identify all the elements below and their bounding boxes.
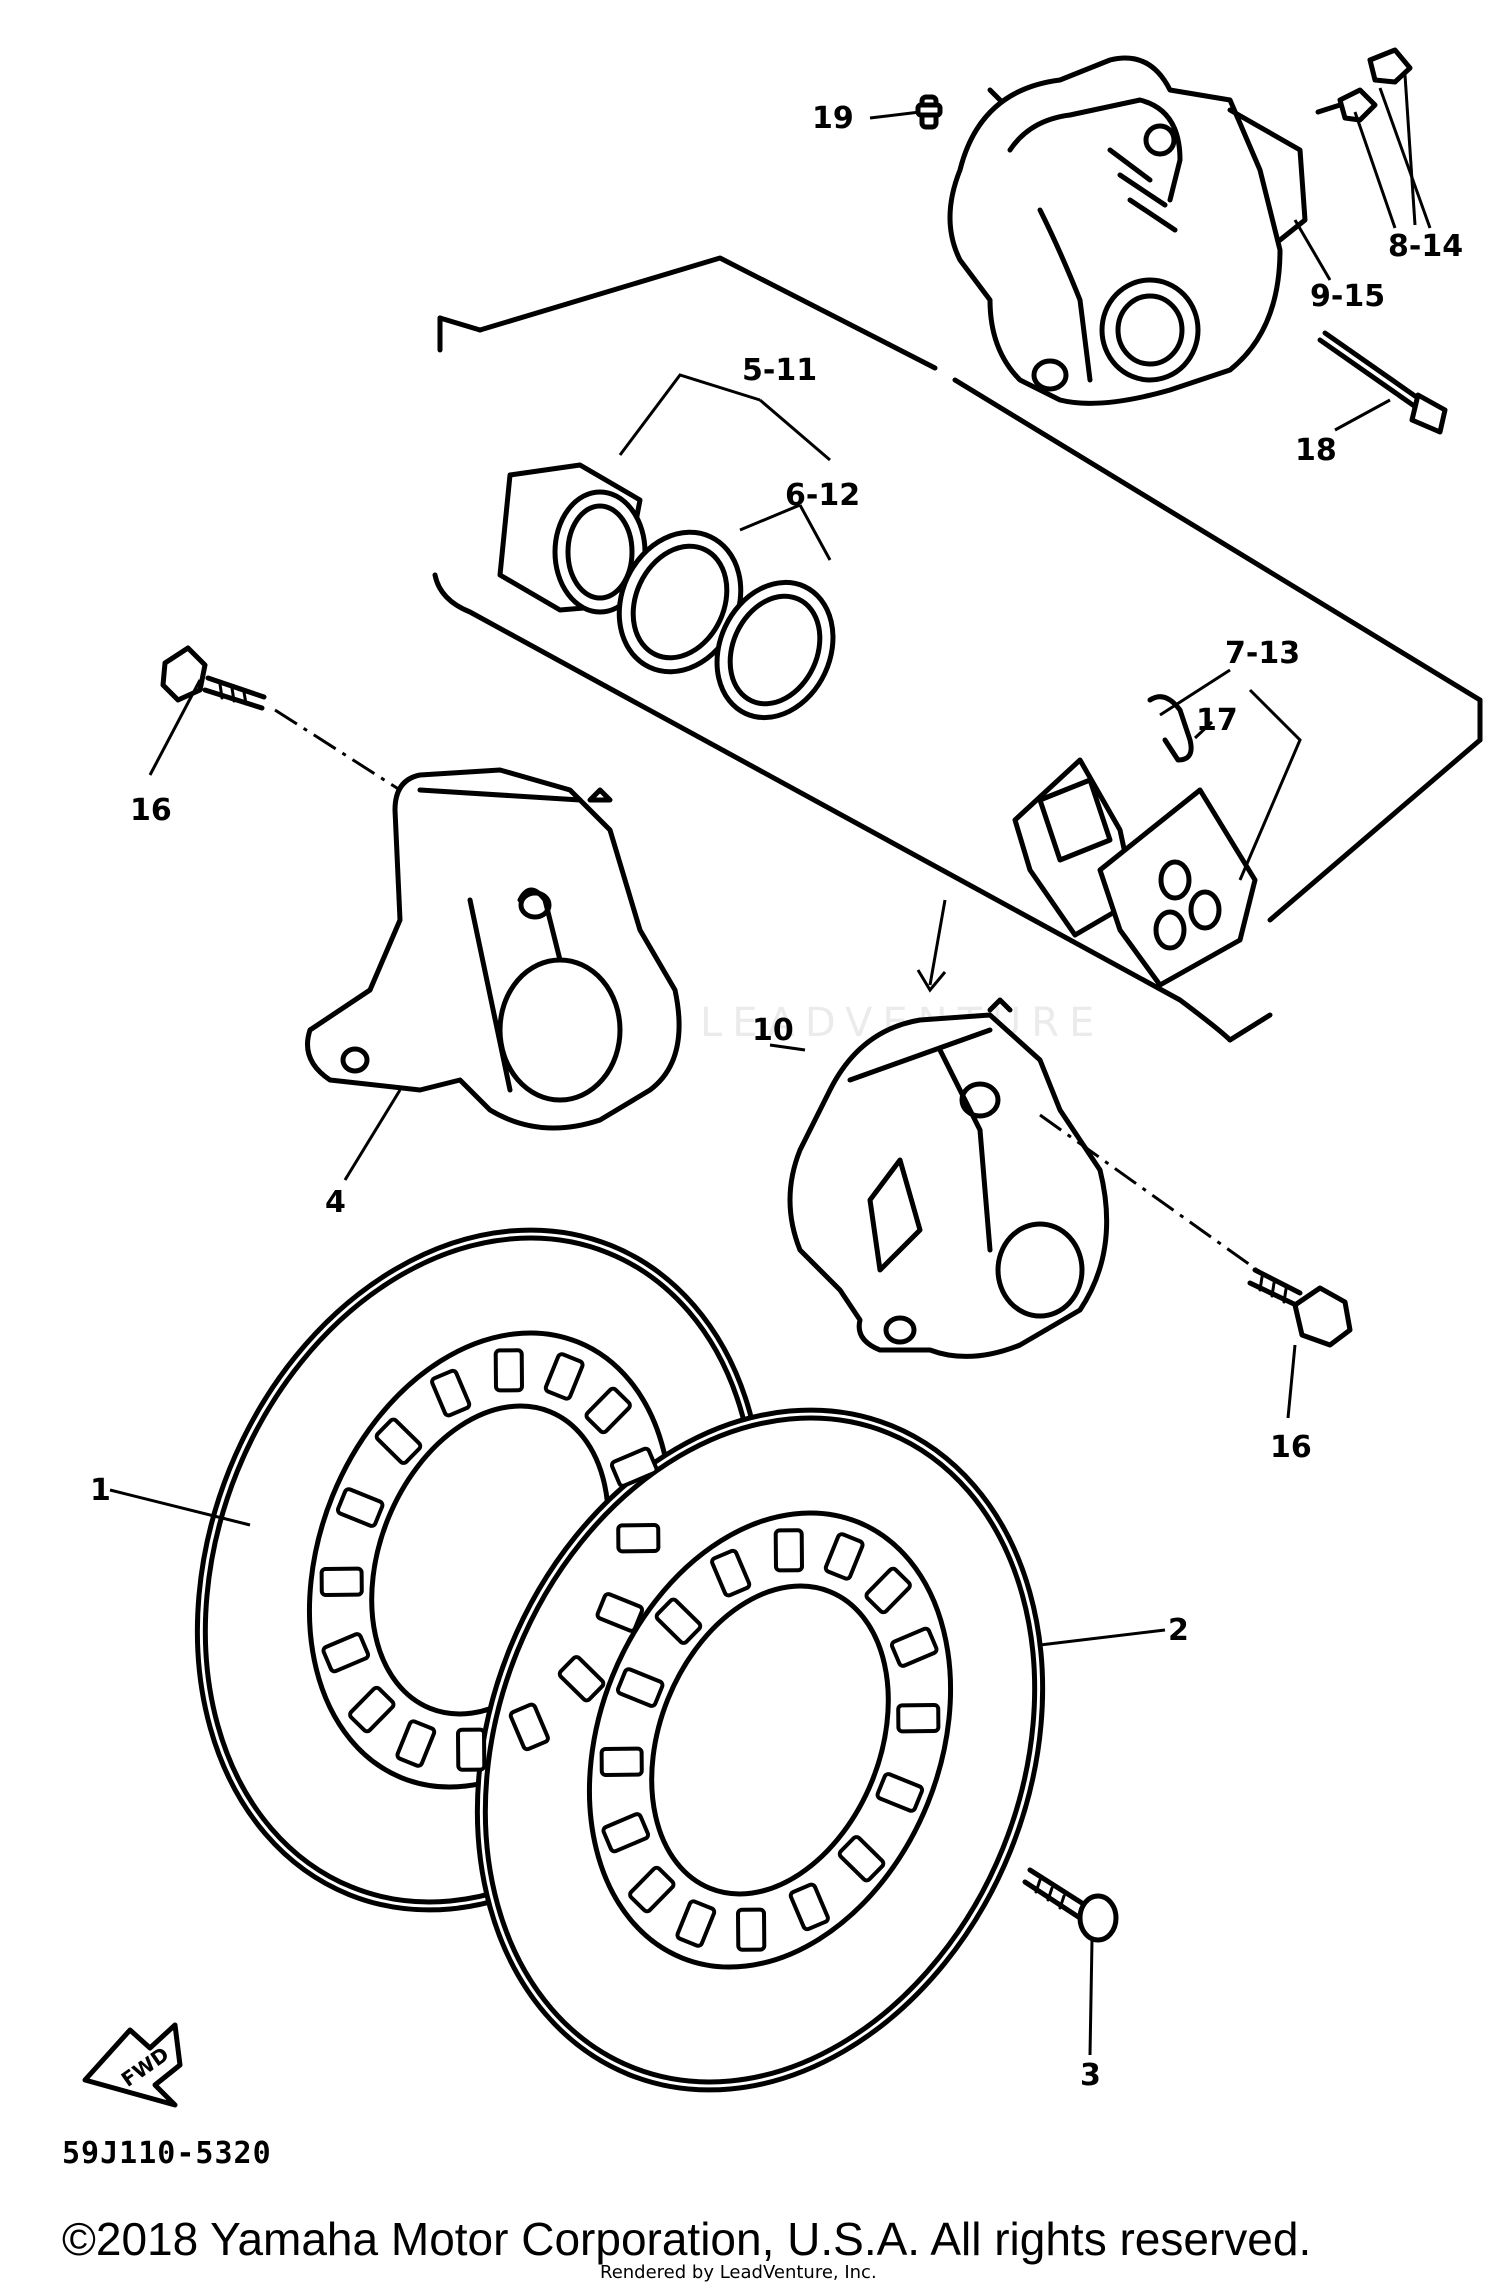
caliper-upper-exploded [947, 55, 1308, 406]
caliper-right-10 [787, 997, 1110, 1359]
callouts: 19 8-14 9-15 18 5-11 6-12 7-13 17 16 4 1… [90, 101, 1463, 2093]
disc-2-cooling-slots [599, 1528, 941, 1952]
callout-3: 3 [1080, 2058, 1101, 2093]
disc-slot [456, 1727, 487, 1772]
diagram-code: 59J110-5320 [62, 2136, 272, 2171]
disc-slot [595, 1592, 645, 1633]
disc-slot [864, 1566, 912, 1615]
disc-slot [321, 1632, 371, 1674]
disc-slot [599, 1746, 644, 1777]
renderer-credit: Rendered by LeadVenture, Inc. [600, 2262, 877, 2283]
disc-slot [609, 1446, 659, 1488]
disc-slot [788, 1882, 830, 1932]
bolt-16-right [1247, 1267, 1353, 1348]
disc-slot [319, 1566, 364, 1597]
disc-slot [710, 1548, 752, 1598]
pad-spring-17 [1147, 694, 1194, 763]
callout-5-11: 5-11 [742, 353, 817, 388]
disc-slot [889, 1626, 939, 1668]
bleed-screw-19 [915, 94, 943, 130]
callout-6-12: 6-12 [785, 478, 860, 513]
disc-slot [628, 1865, 676, 1914]
callout-2: 2 [1168, 1613, 1189, 1648]
disc-slot [773, 1528, 804, 1573]
disc-slot [601, 1812, 651, 1854]
disc-slot [493, 1348, 524, 1393]
copyright-notice: ©2018 Yamaha Motor Corporation, U.S.A. A… [62, 2213, 1312, 2265]
callout-1: 1 [90, 1473, 111, 1508]
bolt-16-left [160, 645, 267, 711]
callout-18: 18 [1295, 433, 1337, 468]
leader-lines [109, 74, 1432, 2056]
callout-9-15: 9-15 [1310, 279, 1385, 314]
disc-slot [374, 1417, 423, 1465]
disc-bolt-3 [1022, 1867, 1119, 1943]
disc-slot [736, 1907, 767, 1952]
piston-seal-6-12a [616, 529, 744, 675]
disc-slot [557, 1655, 606, 1703]
callout-16-left: 16 [130, 793, 172, 828]
disc-slot [875, 1772, 925, 1813]
disc-1-cooling-slots [319, 1348, 661, 1772]
disc-slot [823, 1532, 865, 1581]
callout-4: 4 [325, 1185, 346, 1220]
disc-slot [654, 1597, 703, 1645]
disc-slot [430, 1368, 472, 1418]
screw-set-8-14 [1315, 47, 1413, 123]
disc-slot [896, 1703, 941, 1734]
caliper-left-4 [305, 767, 682, 1131]
disc-slot [543, 1352, 585, 1401]
disc-slot [837, 1835, 886, 1883]
pad-pin-18 [1317, 330, 1448, 435]
callout-8-14: 8-14 [1388, 229, 1463, 264]
callout-7-13: 7-13 [1225, 636, 1300, 671]
disc-slot [616, 1523, 661, 1554]
piston-seal-6-12b [714, 579, 836, 721]
disc-slot [675, 1899, 717, 1948]
callout-10: 10 [752, 1013, 794, 1048]
forward-arrow: FWD [82, 2022, 183, 2108]
disc-slot [584, 1386, 632, 1435]
disc-slot [615, 1667, 665, 1708]
disc-slot [348, 1685, 396, 1734]
callout-17: 17 [1196, 703, 1238, 738]
callout-19: 19 [812, 101, 854, 136]
brake-pad-7-13b [1097, 787, 1258, 988]
callout-16-right: 16 [1270, 1430, 1312, 1465]
exploded-view-bracket [432, 255, 1483, 1043]
disc-slot [335, 1487, 385, 1528]
disc-slot [508, 1702, 550, 1752]
disc-slot [395, 1719, 437, 1768]
